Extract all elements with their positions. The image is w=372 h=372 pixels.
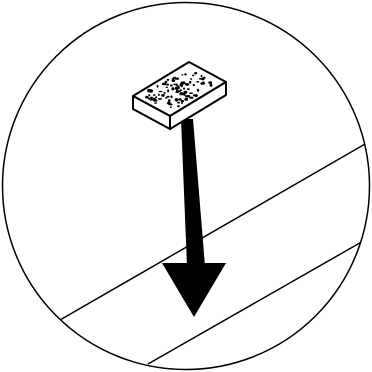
brick-speckle	[187, 88, 190, 90]
brick-speckle	[179, 92, 183, 95]
brick-speckle	[197, 89, 199, 92]
brick-speckle	[163, 92, 166, 94]
brick-speckle	[184, 91, 188, 94]
brick-speckle	[181, 100, 184, 102]
brick-speckle	[184, 73, 187, 75]
brick-speckle	[185, 83, 189, 86]
slope-group	[60, 140, 372, 364]
brick-speckle	[181, 102, 183, 104]
down-arrow-icon	[162, 119, 226, 317]
brick-speckle	[177, 102, 180, 104]
brick-speckle	[148, 98, 150, 100]
brick-speckle	[202, 82, 205, 85]
brick-speckle	[158, 98, 162, 100]
brick-speckle	[189, 97, 193, 99]
brick-speckle	[161, 94, 165, 97]
arrow-head	[162, 263, 226, 317]
brick-speckle	[147, 89, 151, 92]
brick-speckle	[181, 74, 183, 75]
brick-speckle	[201, 75, 203, 77]
brick-speckle	[166, 96, 169, 98]
brick-speckle	[150, 97, 153, 99]
brick-speckle	[170, 84, 173, 86]
brick-speckle	[194, 72, 197, 74]
brick-speckle	[189, 92, 193, 94]
brick-speckle	[170, 95, 172, 98]
brick-speckle	[208, 81, 212, 84]
brick-speckle	[177, 105, 180, 107]
brick-speckle	[148, 94, 150, 96]
brick-speckle	[176, 87, 180, 90]
brick-speckle	[170, 106, 172, 108]
brick-speckle	[203, 77, 206, 79]
brick-speckle	[196, 81, 199, 83]
brick-speckle	[176, 83, 178, 86]
brick-speckle	[155, 96, 157, 98]
brick-speckle	[193, 84, 195, 86]
brick-speckle	[199, 78, 201, 80]
brick-speckle	[189, 81, 191, 84]
brick-speckle	[181, 82, 184, 85]
arrow-shaft	[181, 119, 205, 266]
brick-speckle	[179, 98, 182, 100]
brick-speckle	[153, 98, 156, 101]
brick-speckle	[167, 89, 169, 92]
brick-speckle	[193, 94, 195, 96]
brick-speckle	[173, 84, 176, 86]
brick-speckle	[172, 79, 176, 82]
brick-speckle	[153, 94, 156, 96]
slope-upper-line	[60, 140, 372, 320]
brick-speckle	[158, 94, 160, 97]
brick-speckle	[167, 79, 170, 81]
brick-speckle	[171, 87, 174, 90]
brick-speckle	[175, 78, 179, 80]
brick-speckle	[190, 78, 192, 80]
brick-speckle	[175, 98, 179, 101]
brick-speckle	[210, 84, 213, 87]
brick-speckle	[167, 101, 170, 104]
brick-speckle	[159, 91, 163, 93]
brick-speckle	[177, 90, 181, 92]
brick	[133, 62, 226, 129]
brick-speckle	[186, 96, 189, 98]
brick-speckle	[165, 87, 168, 88]
brick-speckle	[184, 98, 188, 101]
brick-speckle	[162, 83, 166, 86]
brick-speckle	[154, 102, 157, 103]
brick-speckle	[194, 94, 197, 97]
brick-speckle	[192, 75, 194, 77]
brick-speckle	[145, 96, 149, 99]
slope-lower-line	[148, 236, 372, 364]
brick-speckle	[166, 84, 169, 86]
brick-speckle	[165, 97, 168, 98]
brick-speckle	[183, 87, 185, 89]
brick-speckle	[157, 85, 159, 88]
